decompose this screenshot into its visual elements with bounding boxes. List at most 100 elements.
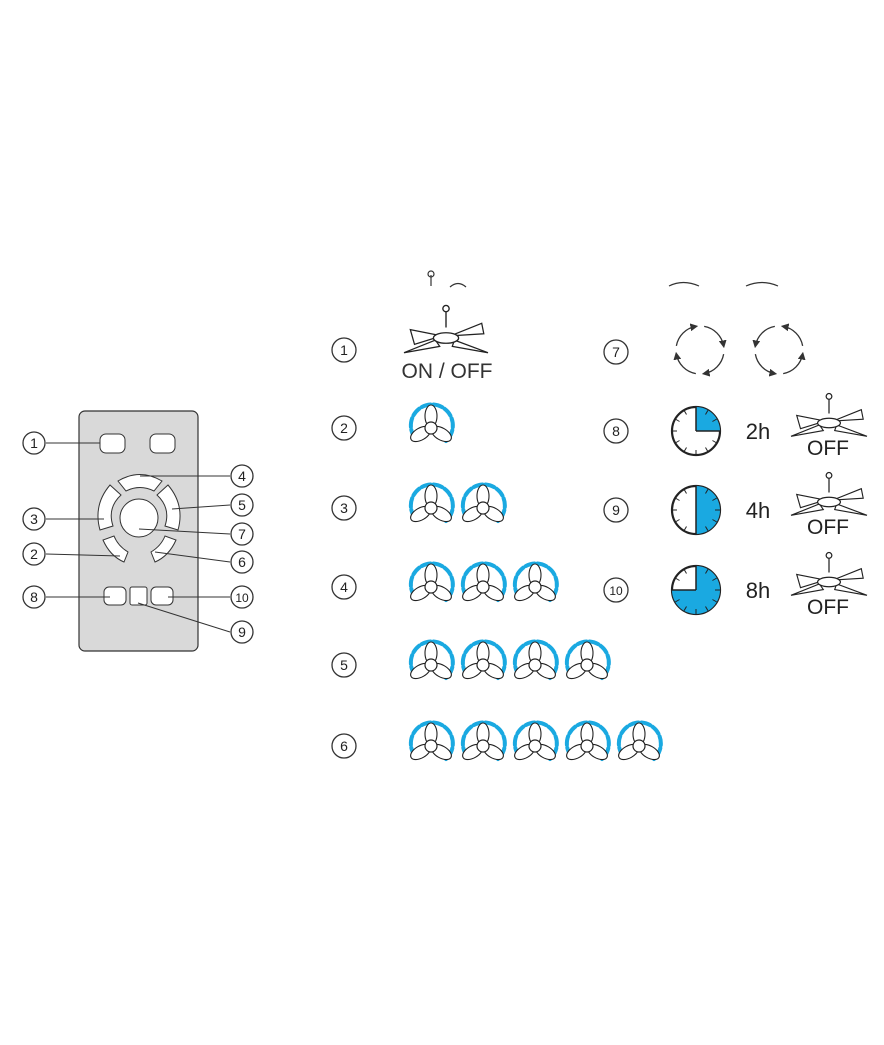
fan-speed-icon-arc <box>564 720 611 761</box>
remote-callout-5: 5 <box>230 493 254 517</box>
fan-speed-icon <box>460 639 507 680</box>
remote-callout-9-circle <box>230 620 254 644</box>
timer-clock-icon <box>670 405 722 457</box>
fan-speed-icon <box>512 720 559 761</box>
remote-callout-8-circle <box>22 585 46 609</box>
remote-callout-5-number: 5 <box>238 497 246 513</box>
remote-callout-3-number: 3 <box>30 511 38 527</box>
timer-duration-label: 8h <box>746 578 770 603</box>
timer-duration-label: 4h <box>746 498 770 523</box>
speed-5-button[interactable] <box>156 484 181 531</box>
ceiling-fan-icon <box>790 392 868 437</box>
fan-speed-icon-hub <box>632 739 646 753</box>
fan-speed-icon-hub <box>424 739 438 753</box>
remote-callout-2-circle <box>22 542 46 566</box>
remote-callout-3-circle <box>22 507 46 531</box>
ceiling-fan-icon <box>403 304 489 354</box>
legend-number-3-number: 3 <box>340 500 348 516</box>
remote-callout-4: 4 <box>230 464 254 488</box>
callout-lines <box>45 442 231 633</box>
remote-callout-7-circle <box>230 522 254 546</box>
legend-number-4-circle <box>331 574 357 600</box>
fan-speed-icon <box>460 561 507 602</box>
fan-speed-icon-hub <box>476 580 490 594</box>
light-button[interactable] <box>149 433 176 454</box>
rotation-counterclockwise-icon <box>752 323 806 377</box>
fan-speed-icon <box>564 639 611 680</box>
legend-number-3-circle <box>331 495 357 521</box>
cropped-top-icons <box>427 270 779 288</box>
fan-speed-icon-arc <box>460 639 507 680</box>
fan-speed-icon-arc <box>564 639 611 680</box>
fan-speed-icon <box>460 720 507 761</box>
remote-callout-1: 1 <box>22 431 46 455</box>
fan-speed-icon-arc <box>408 482 455 523</box>
rotation-clockwise-icon <box>673 323 727 377</box>
remote-callout-2-number: 2 <box>30 546 38 562</box>
remote-callout-1-number: 1 <box>30 435 38 451</box>
legend-number-2-circle <box>331 415 357 441</box>
remote-callout-8: 8 <box>22 585 46 609</box>
ceiling-fan-icon <box>790 471 868 516</box>
legend-number-9-circle <box>603 497 629 523</box>
legend-number-3: 3 <box>331 495 357 521</box>
fan-speed-icon-arc <box>408 561 455 602</box>
fan-speed-icon-arc <box>616 720 663 761</box>
timer-8h-button[interactable] <box>150 586 174 606</box>
remote-callout-6: 6 <box>230 550 254 574</box>
speed-6-button[interactable] <box>150 535 177 563</box>
legend-number-8-circle <box>603 418 629 444</box>
fan-speed-icon <box>512 639 559 680</box>
legend-number-2-number: 2 <box>340 420 348 436</box>
fan-speed-icon <box>408 639 455 680</box>
timer-clock-icon-fill <box>696 486 720 534</box>
fan-speed-icon <box>408 482 455 523</box>
fan-speed-icon-arc <box>512 720 559 761</box>
fan-speed-icon <box>408 561 455 602</box>
legend-number-7: 7 <box>603 339 629 365</box>
fan-speed-icon-hub <box>476 501 490 515</box>
fan-speed-icon-hub <box>424 658 438 672</box>
remote-callout-6-circle <box>230 550 254 574</box>
fan-speed-icon-hub <box>476 658 490 672</box>
fan-speed-icon <box>408 402 455 443</box>
timer-4h-button[interactable] <box>129 586 148 606</box>
legend-number-1: 1 <box>331 337 357 363</box>
legend-number-5: 5 <box>331 652 357 678</box>
timer-2h-button[interactable] <box>103 586 127 606</box>
on-off-label: ON / OFF <box>402 360 493 383</box>
fan-speed-icon <box>460 482 507 523</box>
off-label: OFF <box>807 516 849 539</box>
legend-number-10-circle <box>603 577 629 603</box>
fan-speed-icon-hub <box>528 658 542 672</box>
legend-number-4-number: 4 <box>340 579 348 595</box>
legend-number-5-number: 5 <box>340 657 348 673</box>
legend-number-10-number: 10 <box>609 584 623 598</box>
legend-number-6-number: 6 <box>340 738 348 754</box>
speed-2-button[interactable] <box>102 535 129 563</box>
remote-callout-8-number: 8 <box>30 589 38 605</box>
legend-number-10: 10 <box>603 577 629 603</box>
fan-speed-icon <box>616 720 663 761</box>
fan-speed-icon-hub <box>424 421 438 435</box>
remote-callout-10-number: 10 <box>235 591 249 605</box>
direction-button[interactable] <box>119 498 159 538</box>
power-button[interactable] <box>99 433 126 454</box>
remote-callout-3: 3 <box>22 507 46 531</box>
remote-callout-7: 7 <box>230 522 254 546</box>
remote-callout-2: 2 <box>22 542 46 566</box>
remote-callout-7-number: 7 <box>238 526 246 542</box>
fan-speed-icon-arc <box>460 561 507 602</box>
timer-clock-icon <box>670 484 722 536</box>
fan-speed-icon-arc <box>512 639 559 680</box>
fan-speed-icon <box>564 720 611 761</box>
off-label: OFF <box>807 437 849 460</box>
speed-4-button[interactable] <box>117 474 163 492</box>
fan-speed-icon-hub <box>424 580 438 594</box>
remote-callout-10: 10 <box>230 585 254 609</box>
legend-number-8: 8 <box>603 418 629 444</box>
fan-speed-icon-hub <box>476 739 490 753</box>
